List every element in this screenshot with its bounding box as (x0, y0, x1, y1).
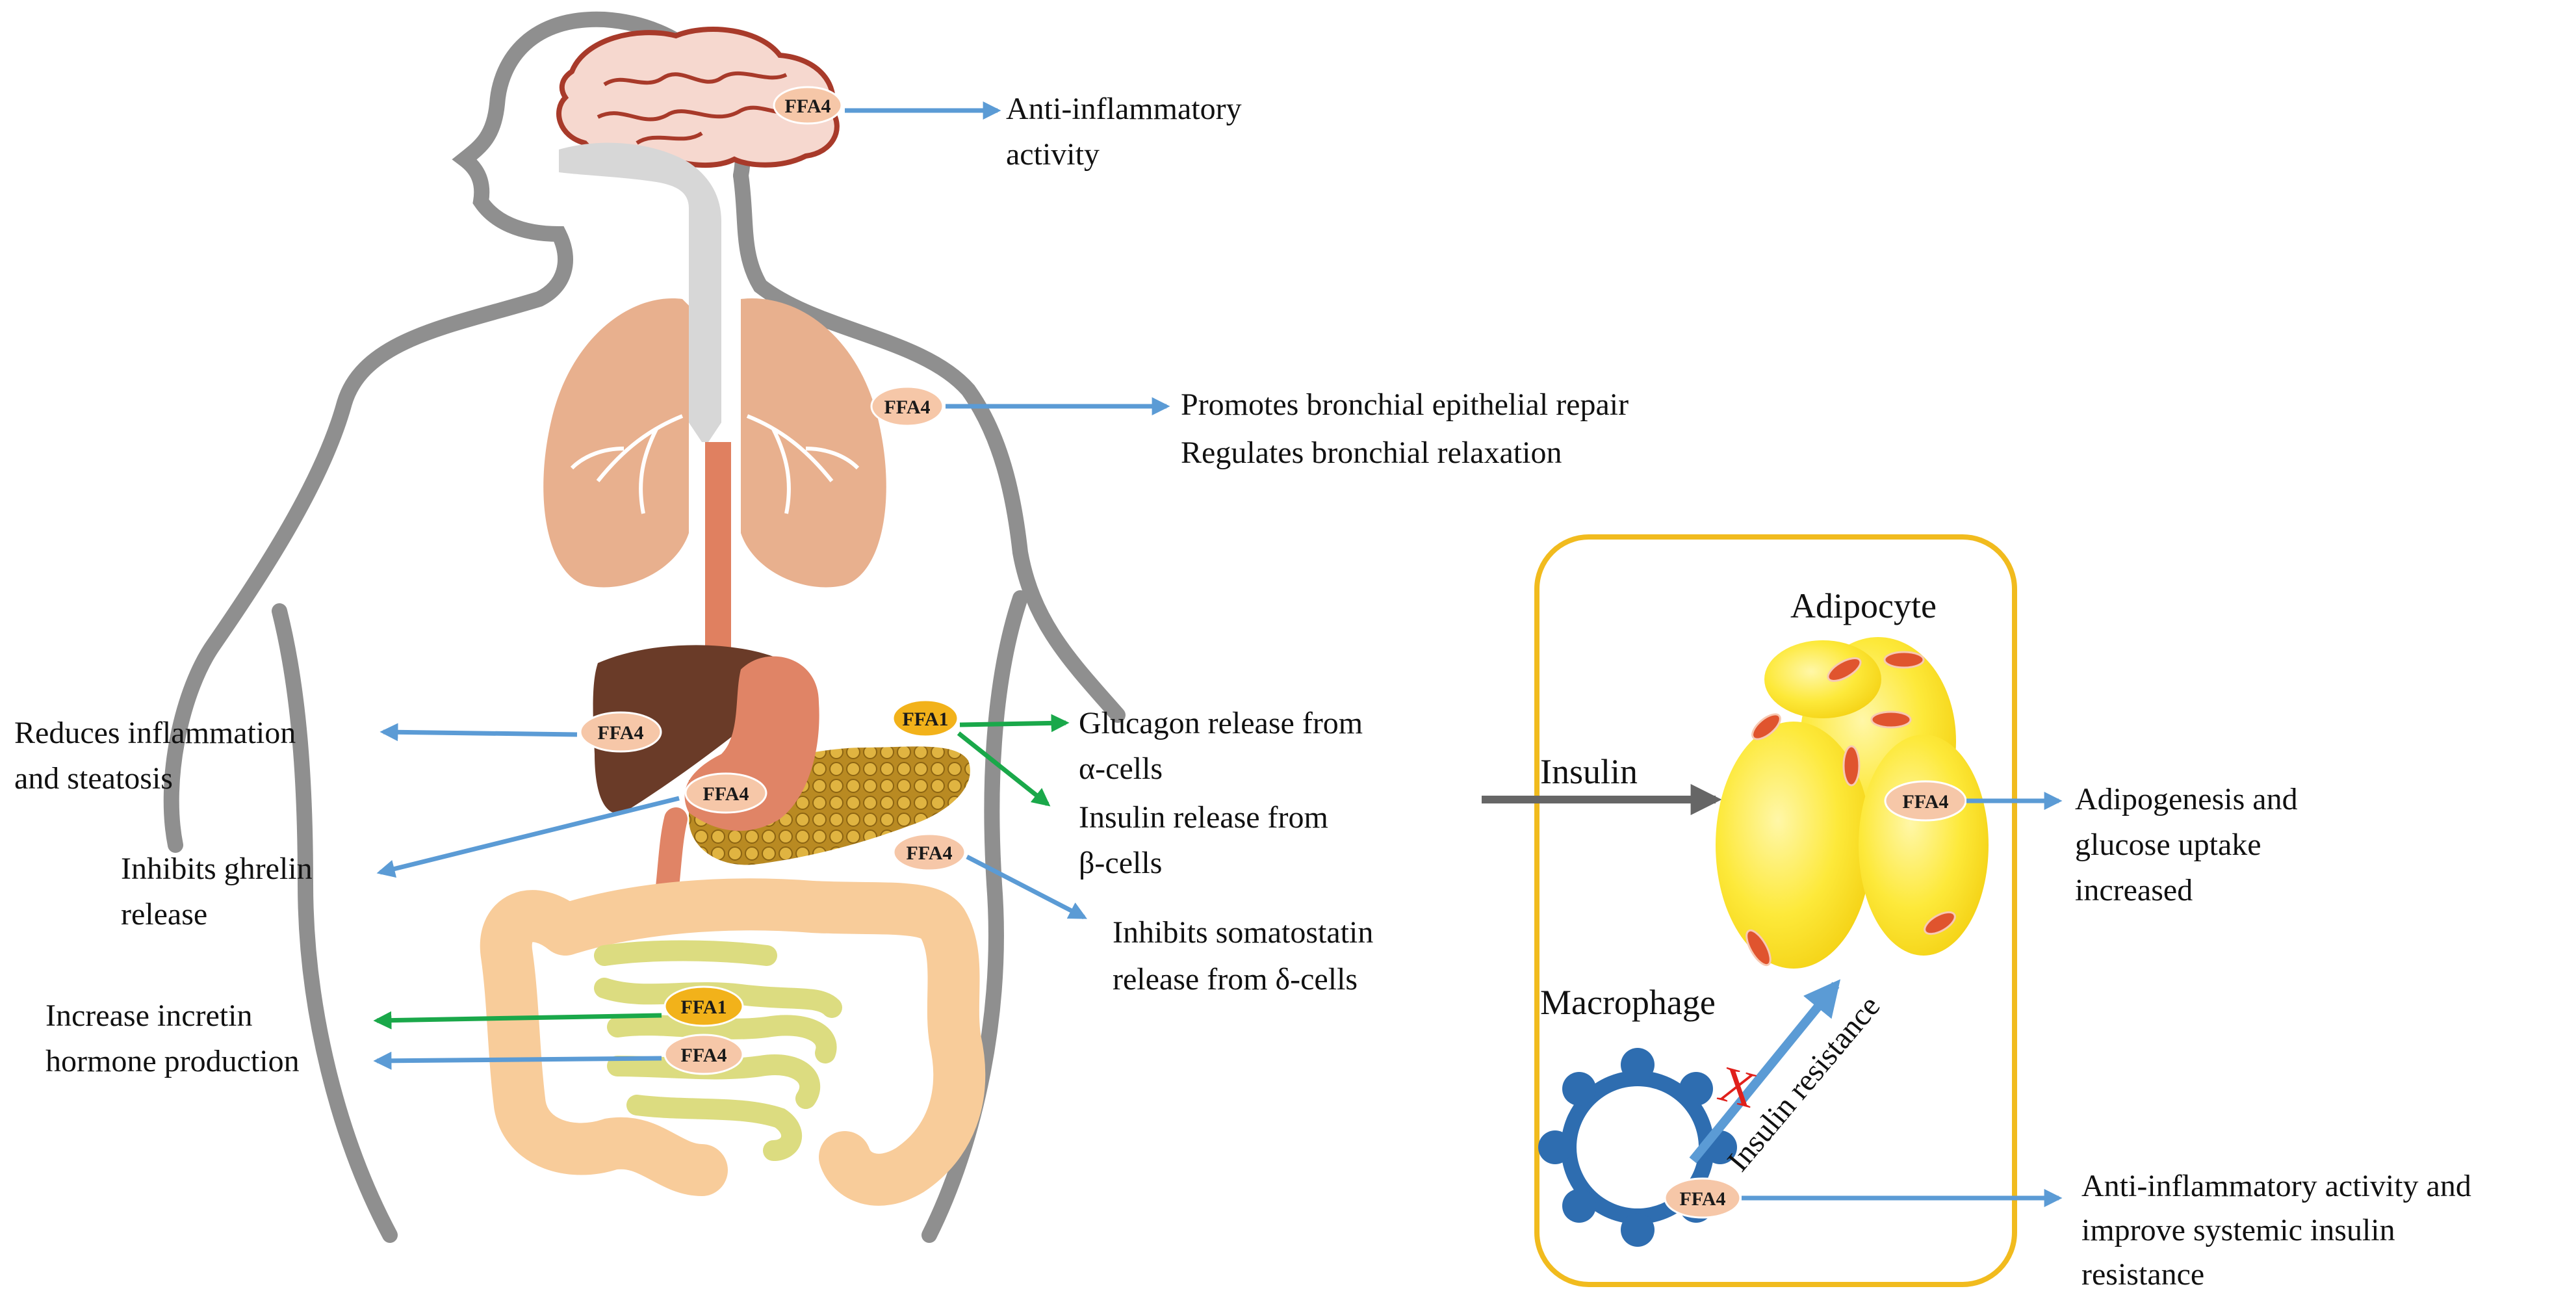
receptor-macrophage-label: FFA4 (1679, 1188, 1725, 1210)
label-adipogenesis-2: glucose uptake (2075, 828, 2261, 862)
body-labels: Anti-inflammatory activity Promotes bron… (14, 92, 1629, 1078)
label-incretin-1: Increase incretin (45, 998, 252, 1033)
arrow-stomach (376, 796, 680, 878)
receptor-intestine-ffa4: FFA4 (663, 1034, 744, 1075)
adipocyte-panel-box (1534, 534, 2017, 1287)
receptor-stomach: FFA4 (684, 772, 767, 814)
receptor-brain-label: FFA4 (784, 96, 831, 117)
label-somatostatin-1: Inhibits somatostatin (1113, 915, 1373, 950)
receptor-intestine-ffa1: FFA1 (663, 985, 744, 1027)
arrow-glucagon (959, 714, 1070, 733)
label-macrophage-3: resistance (2081, 1257, 2204, 1292)
label-macrophage-2: improve systemic insulin (2081, 1213, 2395, 1247)
label-lung-1: Promotes bronchial epithelial repair (1181, 387, 1629, 422)
receptor-stomach-label: FFA4 (702, 783, 749, 805)
receptor-pancreas-ffa1: FFA1 (892, 699, 959, 738)
insulin-input-label: Insulin (1540, 752, 1638, 791)
insulin-resistance-arrow (1689, 979, 1841, 1164)
label-adipogenesis-3: increased (2075, 873, 2193, 907)
brain (556, 27, 840, 168)
label-glucagon-1: Glucagon release from (1079, 706, 1363, 740)
receptor-intestine-ffa1-label: FFA1 (680, 997, 727, 1018)
receptor-brain: FFA4 (773, 86, 843, 125)
receptor-liver: FFA4 (579, 711, 662, 753)
macrophage-title: Macrophage (1540, 983, 1716, 1022)
lungs (543, 298, 886, 588)
arrow-liver (380, 723, 578, 742)
block-mark: X (1713, 1054, 1763, 1119)
label-somatostatin-2: release from δ-cells (1113, 962, 1358, 997)
label-insulin-2: β-cells (1079, 846, 1162, 880)
esophagus (705, 442, 731, 657)
arrow-somatostatin (966, 854, 1087, 920)
body-arrows (373, 101, 1170, 1070)
label-macrophage-1: Anti-inflammatory activity and (2081, 1169, 2471, 1203)
receptor-pancreas-ffa4-label: FFA4 (906, 842, 952, 864)
label-liver-2: and steatosis (14, 761, 173, 796)
label-stomach-1: Inhibits ghrelin (121, 852, 313, 886)
arrow-incretin-ffa4 (373, 1051, 662, 1070)
label-stomach-2: release (121, 897, 207, 932)
label-lung-2: Regulates bronchial relaxation (1181, 436, 1562, 470)
label-brain-1: Anti-inflammatory (1006, 92, 1242, 126)
receptor-pancreas-ffa1-label: FFA1 (902, 709, 948, 730)
receptor-lung: FFA4 (870, 385, 944, 427)
receptor-lung-label: FFA4 (884, 397, 930, 418)
label-adipogenesis-1: Adipogenesis and (2075, 782, 2298, 816)
label-insulin-1: Insulin release from (1079, 800, 1328, 835)
receptor-macrophage: FFA4 (1664, 1177, 1742, 1219)
adipocyte-title: Adipocyte (1790, 586, 1937, 625)
label-glucagon-2: α-cells (1079, 751, 1163, 786)
receptor-adipocyte-label: FFA4 (1902, 791, 1948, 813)
arrow-insulin (957, 731, 1051, 807)
receptor-intestine-ffa4-label: FFA4 (680, 1045, 727, 1066)
receptor-adipocyte: FFA4 (1884, 780, 1967, 822)
arrow-incretin-ffa1 (373, 1011, 662, 1030)
label-brain-2: activity (1006, 137, 1100, 172)
small-intestine (594, 940, 842, 1161)
label-liver-1: Reduces inflammation (14, 716, 296, 750)
receptor-pancreas-ffa4: FFA4 (892, 833, 966, 872)
receptor-liver-label: FFA4 (597, 722, 643, 744)
large-intestine (480, 878, 986, 1206)
airway (559, 142, 721, 442)
label-incretin-2: hormone production (45, 1044, 300, 1078)
